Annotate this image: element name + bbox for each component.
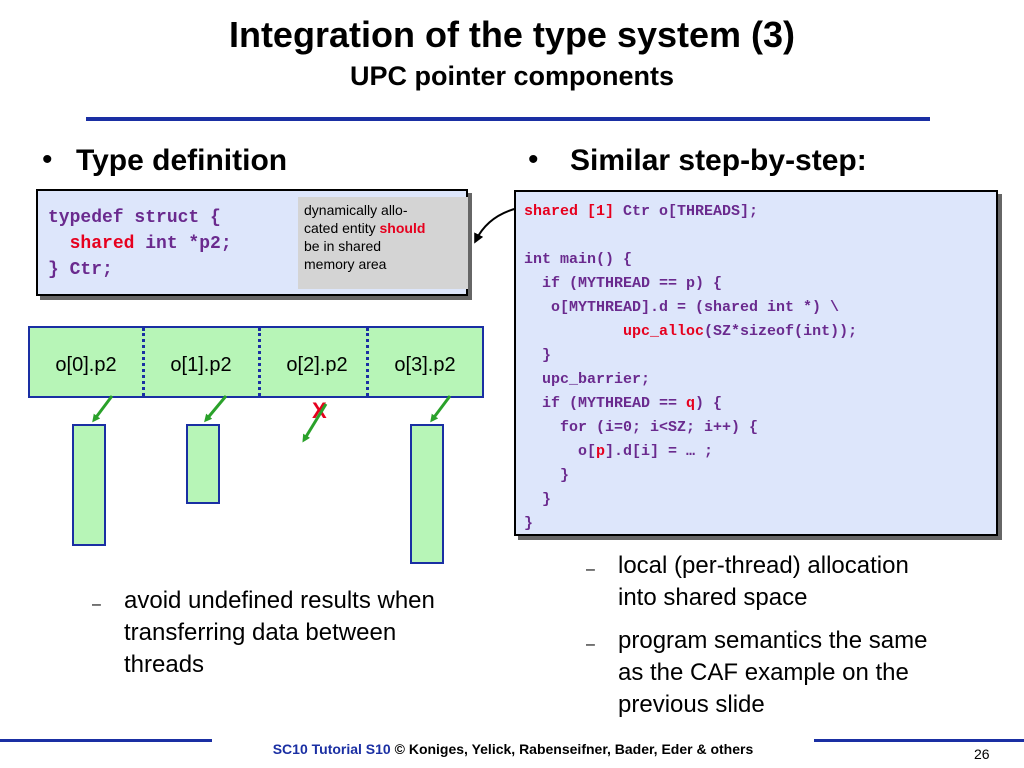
code-text: } Ctr; (48, 260, 113, 280)
code-text: o[ (524, 443, 597, 460)
left-bullet-heading: Type definition (76, 144, 288, 177)
code-line: for (i=0; i<SZ; i++) { (524, 419, 759, 436)
sub-bullet-line: as the CAF example on the (618, 659, 909, 686)
pointer-array: o[0].p2 o[1].p2 o[2].p2 o[3].p2 (28, 326, 484, 398)
footer-authors: © Koniges, Yelick, Rabenseifner, Bader, … (390, 741, 754, 757)
code-line (524, 224, 857, 248)
arrow-icon (302, 403, 328, 443)
step-by-step-code-box: shared [1] Ctr o[THREADS]; int main() { … (514, 190, 998, 536)
array-cell: o[1].p2 (170, 354, 232, 376)
memory-block (72, 424, 106, 546)
left-sub-bullet: – avoid undefined results when transferr… (92, 585, 512, 681)
title-divider (86, 117, 930, 121)
code-line: if (MYTHREAD == q) { (524, 392, 857, 416)
annotation-note: dynamically allo- cated entity should be… (298, 197, 468, 289)
footer-tutorial-label: SC10 Tutorial S10 (272, 741, 391, 757)
memory-block (186, 424, 220, 504)
array-cell: o[0].p2 (55, 354, 117, 376)
note-emphasis: should (379, 220, 426, 236)
slide-subtitle: UPC pointer components (349, 61, 674, 91)
code-line: o[MYTHREAD].d = (shared int *) \ (524, 299, 840, 316)
shared-keyword: shared (69, 234, 135, 254)
code-text: (SZ*sizeof(int)); (704, 323, 858, 340)
variable-highlight: p (596, 443, 606, 460)
code-line: } (524, 347, 552, 364)
note-line: dynamically allo- (304, 202, 408, 218)
code-line: if (MYTHREAD == p) { (524, 275, 723, 292)
step-by-step-code: shared [1] Ctr o[THREADS]; int main() { … (524, 200, 857, 536)
sub-bullet-line: local (per-thread) allocation (618, 552, 909, 579)
right-sub-bullet: – local (per-thread) allocation into sha… (586, 550, 1006, 614)
bullet-icon: • (528, 143, 539, 176)
code-line: typedef struct { (48, 205, 232, 231)
cross-mark: X (312, 398, 327, 423)
slide-title: Integration of the type system (3) (228, 14, 796, 55)
array-cell: o[3].p2 (394, 354, 456, 376)
dash-icon: – (586, 636, 595, 653)
footer-divider (814, 739, 1024, 742)
code-text: ].d[i] = … ; (605, 443, 714, 460)
code-line: } (524, 515, 534, 532)
note-line: memory area (304, 256, 387, 272)
code-text: ) { (695, 395, 723, 412)
code-line: o[p].d[i] = … ; (524, 440, 857, 464)
type-definition-code: typedef struct { shared int *p2; } Ctr; (48, 205, 232, 283)
code-line: shared int *p2; (48, 231, 232, 257)
shared-keyword: shared [1] (524, 203, 615, 220)
right-bullet-heading: Similar step-by-step: (570, 144, 867, 177)
code-line: } Ctr; (48, 257, 232, 283)
arrow-icon (92, 395, 114, 423)
code-text: Ctr o[THREADS]; (614, 203, 759, 220)
code-line: } (524, 491, 552, 508)
code-text: int *p2; (134, 234, 232, 254)
note-text: cated entity (304, 220, 380, 236)
cell-divider (258, 328, 261, 396)
note-line: cated entity should (304, 219, 462, 237)
sub-bullet-line: threads (124, 651, 205, 678)
code-text: if (MYTHREAD == (524, 395, 687, 412)
cell-divider (366, 328, 369, 396)
bullet-icon: • (42, 143, 53, 176)
cell-divider (142, 328, 145, 396)
sub-bullet-line: avoid undefined results when (124, 587, 435, 614)
code-text: typedef struct { (48, 208, 221, 228)
curved-arrow-icon (474, 207, 519, 244)
code-line: } (524, 467, 570, 484)
arrow-icon (204, 395, 228, 423)
page-number: 26 (974, 746, 990, 762)
memory-block (410, 424, 444, 564)
code-line: upc_barrier; (524, 371, 651, 388)
slide-footer: SC10 Tutorial S10 © Koniges, Yelick, Rab… (212, 740, 814, 758)
sub-bullet-line: previous slide (618, 691, 765, 718)
code-indent (524, 323, 623, 340)
note-line: be in shared (304, 238, 382, 254)
variable-highlight: q (686, 395, 696, 412)
arrow-icon (430, 395, 452, 423)
upc-alloc-keyword: upc_alloc (623, 323, 705, 340)
code-line: shared [1] Ctr o[THREADS]; (524, 200, 857, 224)
right-sub-bullet: – program semantics the same as the CAF … (586, 625, 1006, 721)
sub-bullet-line: program semantics the same (618, 627, 928, 654)
type-definition-code-box: typedef struct { shared int *p2; } Ctr; d… (36, 189, 468, 296)
footer-divider (0, 739, 212, 742)
dash-icon: – (586, 561, 595, 578)
sub-bullet-line: into shared space (618, 584, 808, 611)
code-line: int main() { (524, 251, 633, 268)
code-line: upc_alloc(SZ*sizeof(int)); (524, 320, 857, 344)
sub-bullet-line: transferring data between (124, 619, 397, 646)
dash-icon: – (92, 596, 101, 613)
array-cell: o[2].p2 (286, 354, 348, 376)
